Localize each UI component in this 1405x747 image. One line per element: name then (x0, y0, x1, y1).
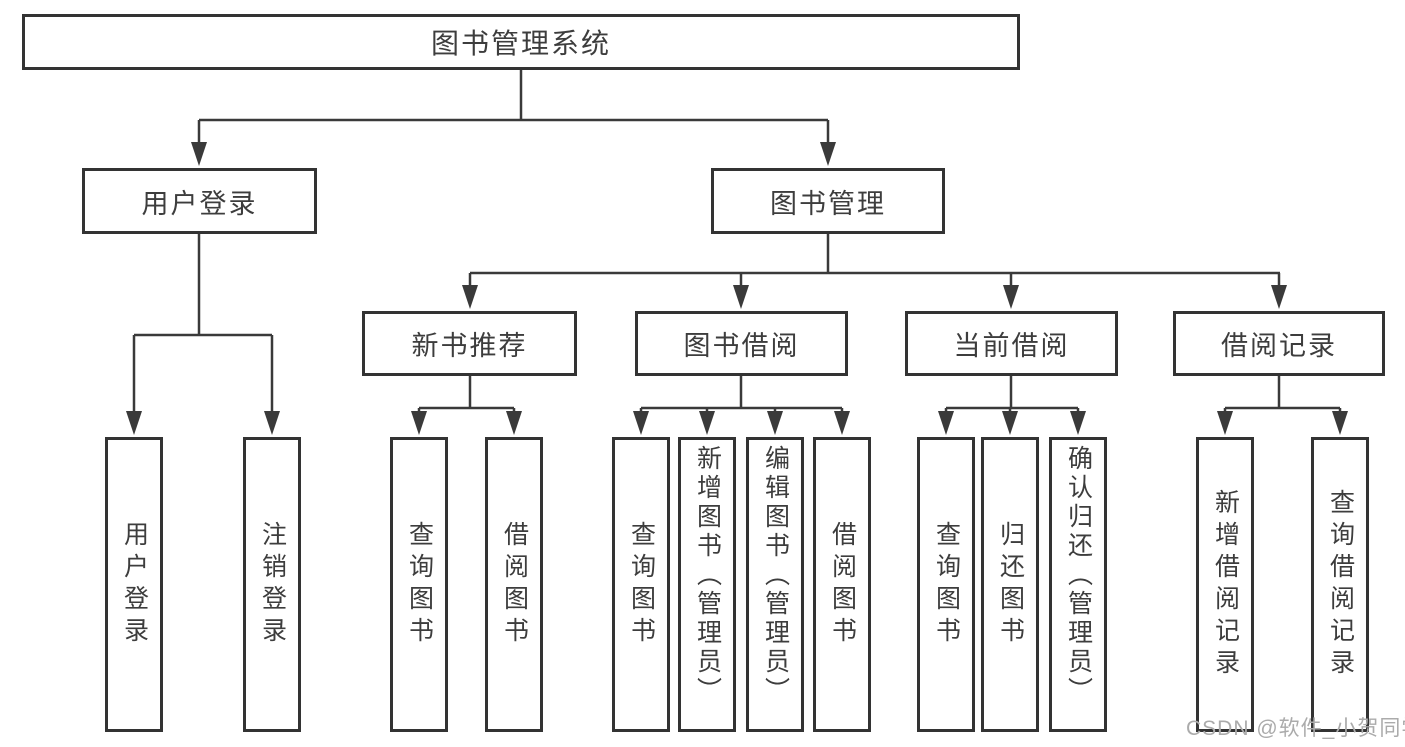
arrow-icon (264, 411, 280, 435)
arrow-icon (834, 411, 850, 435)
node-root-label: 图书管理系统 (430, 28, 611, 59)
node-new-book-recommend-label: 新书推荐 (411, 331, 528, 361)
arrow-icon (1271, 285, 1287, 309)
arrow-icon (1332, 411, 1348, 435)
connector-records-to-leaves (1223, 376, 1342, 413)
leaf-add-borrow-record-label: 新增借阅记录 (1211, 488, 1240, 681)
connector-user-login-to-leaves (132, 234, 274, 413)
arrow-icon (1003, 285, 1019, 309)
arrow-icon (462, 285, 478, 309)
arrow-icon (126, 411, 142, 435)
leaf-return-books-label: 归还图书 (996, 520, 1025, 649)
node-current-borrow: 当前借阅 (905, 311, 1118, 376)
leaf-user-login-label: 用户登录 (120, 520, 149, 649)
leaf-add-books-admin-label: 新增图书（管理员） (693, 445, 722, 706)
node-root: 图书管理系统 (22, 14, 1020, 70)
leaf-query-books-borrow-label: 查询图书 (627, 520, 656, 649)
leaf-query-books-recommend-label: 查询图书 (405, 520, 434, 649)
csdn-watermark: CSDN @软件_小贺同学 (1186, 717, 1405, 740)
node-book-borrow: 图书借阅 (635, 311, 848, 376)
leaf-user-login: 用户登录 (105, 437, 163, 732)
arrow-icon (191, 142, 207, 166)
leaf-borrow-books-recommend-label: 借阅图书 (500, 520, 529, 649)
arrow-icon (1002, 411, 1018, 435)
connector-borrow-to-leaves (639, 376, 844, 413)
leaf-edit-books-admin: 编辑图书（管理员） (746, 437, 804, 732)
arrow-icon (767, 411, 783, 435)
node-book-management-label: 图书管理 (770, 188, 886, 219)
leaf-query-books-borrow: 查询图书 (612, 437, 670, 732)
node-user-login-label: 用户登录 (141, 188, 258, 219)
leaf-query-books-current: 查询图书 (917, 437, 975, 732)
node-current-borrow-label: 当前借阅 (953, 331, 1070, 361)
connector-recommend-to-leaves (417, 376, 516, 413)
leaf-logout-label: 注销登录 (258, 520, 287, 649)
leaf-query-borrow-record: 查询借阅记录 (1311, 437, 1369, 732)
leaf-logout: 注销登录 (243, 437, 301, 732)
leaf-add-books-admin: 新增图书（管理员） (678, 437, 736, 732)
node-book-borrow-label: 图书借阅 (683, 331, 800, 361)
leaf-query-books-recommend: 查询图书 (390, 437, 448, 732)
arrow-icon (820, 142, 836, 166)
node-book-management: 图书管理 (711, 168, 945, 234)
leaf-query-books-current-label: 查询图书 (932, 520, 961, 649)
node-borrow-records: 借阅记录 (1173, 311, 1385, 376)
leaf-confirm-return-admin-label: 确认归还（管理员） (1064, 445, 1093, 706)
arrowheads (126, 142, 1348, 435)
leaf-confirm-return-admin: 确认归还（管理员） (1049, 437, 1107, 732)
leaf-borrow-books-borrow-label: 借阅图书 (828, 520, 857, 649)
arrow-icon (1070, 411, 1086, 435)
leaf-add-borrow-record: 新增借阅记录 (1196, 437, 1254, 732)
leaf-borrow-books-borrow: 借阅图书 (813, 437, 871, 732)
connector-book-management-to-level3 (468, 234, 1281, 287)
connector-root-to-level2 (197, 70, 830, 144)
node-borrow-records-label: 借阅记录 (1221, 331, 1337, 361)
leaf-borrow-books-recommend: 借阅图书 (485, 437, 543, 732)
leaf-return-books: 归还图书 (981, 437, 1039, 732)
arrow-icon (699, 411, 715, 435)
leaf-query-borrow-record-label: 查询借阅记录 (1326, 488, 1355, 681)
arrow-icon (1217, 411, 1233, 435)
arrow-icon (938, 411, 954, 435)
arrow-icon (411, 411, 427, 435)
arrow-icon (633, 411, 649, 435)
node-new-book-recommend: 新书推荐 (362, 311, 577, 376)
arrow-icon (506, 411, 522, 435)
arrow-icon (733, 285, 749, 309)
connector-current-to-leaves (944, 376, 1080, 413)
leaf-edit-books-admin-label: 编辑图书（管理员） (761, 445, 790, 706)
node-user-login: 用户登录 (82, 168, 317, 234)
